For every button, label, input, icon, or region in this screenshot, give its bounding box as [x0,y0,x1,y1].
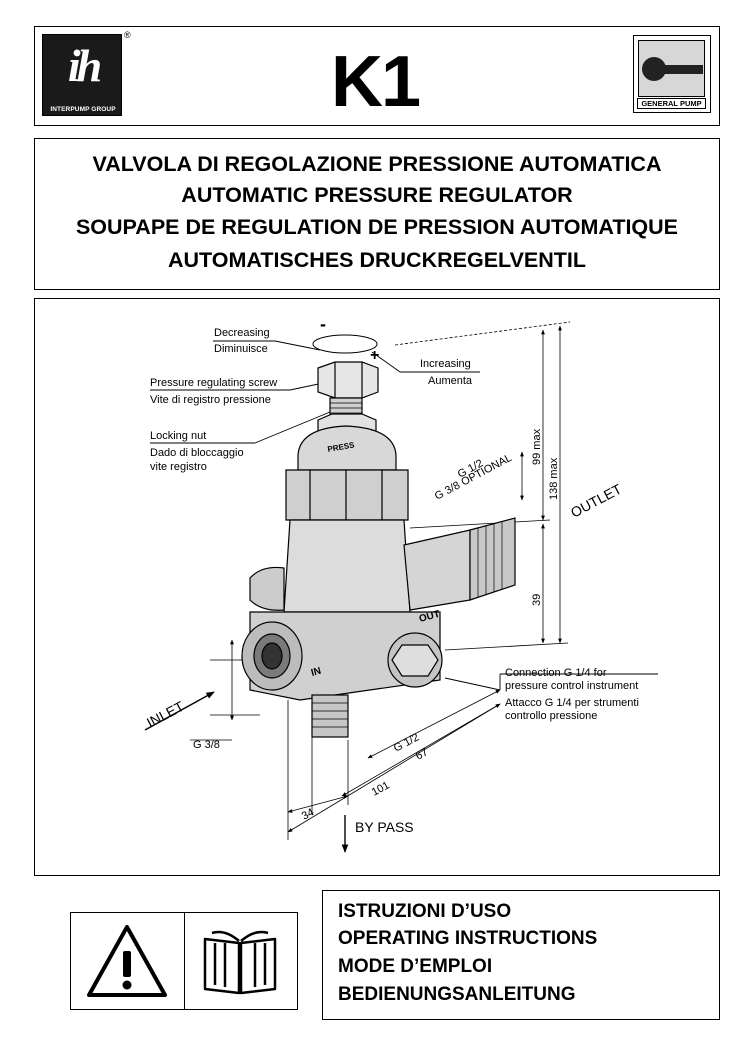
label-conn-it-1: Attacco G 1/4 per strumenti [505,697,639,709]
label-screw-en: Pressure regulating screw [150,377,277,389]
general-pump-caption: GENERAL PUMP [637,98,706,109]
label-67: 67 [414,746,430,762]
registered-mark: ® [124,30,131,40]
instructions-frame [322,890,720,1020]
label-g38-optional: G 3/8 OPTIONAL [433,452,514,503]
instructions-it: ISTRUZIONI D’USO [338,901,512,922]
label-34: 34 [300,806,316,822]
label-minus: - [320,314,326,334]
emblem-circle [642,57,666,81]
title-frame [34,138,720,290]
label-101: 101 [370,779,392,798]
leader-lines [150,340,658,691]
label-nut-it-1: Dado di bloccaggio [150,447,244,459]
label-increasing: Increasing [420,358,471,370]
label-g38: G 3/8 [193,739,220,751]
ih-mark: ih [67,40,102,91]
label-outlet: OUTLET [568,480,625,520]
title-de: AUTOMATISCHES DRUCKREGELVENTIL [167,248,587,272]
label-conn-en-2: pressure control instrument [505,680,638,692]
header-frame [34,26,720,126]
cast-in: IN [310,666,323,679]
diagram-labels: Decreasing Diminuisce - + Increasing Aum… [144,314,639,835]
label-screw-it: Vite di registro pressione [150,394,271,406]
title-fr: SOUPAPE DE REGULATION DE PRESSION AUTOMA… [75,215,679,239]
instructions-en: OPERATING INSTRUCTIONS [338,928,598,949]
interpump-caption: INTERPUMP GROUP [50,106,116,113]
diagram-frame [34,298,720,876]
general-pump-emblem [638,40,705,97]
label-diminuisce: Diminuisce [214,343,268,355]
manual-book-icon [203,930,277,995]
interpump-logo: ih INTERPUMP GROUP [42,34,122,116]
safety-icons-frame [70,912,298,1010]
warning-cell [71,913,185,1009]
cast-out: OUT [418,609,441,625]
label-39: 39 [531,594,543,606]
emblem-bar [657,65,703,74]
label-138-max: 138 max [548,457,560,500]
label-inlet: INLET [144,698,187,731]
valve-body [241,361,516,738]
title-it: VALVOLA DI REGOLAZIONE PRESSIONE AUTOMAT… [92,152,662,176]
flow-arrows [144,691,349,853]
instructions-de: BEDIENUNGSANLEITUNG [338,984,576,1005]
title-en: AUTOMATIC PRESSURE REGULATOR [181,183,573,207]
rotation-arrow [312,334,378,354]
label-conn-it-2: controllo pressione [505,710,597,722]
label-plus: + [370,347,379,364]
model-name: K1 [330,42,421,122]
label-aumenta: Aumenta [428,375,473,387]
warning-icon [87,925,167,997]
manual-cell [185,913,297,1009]
label-99-max: 99 max [531,428,543,465]
label-nut-it-2: vite registro [150,461,207,473]
label-nut-en: Locking nut [150,430,206,442]
instructions-fr: MODE D’EMPLOI [338,956,493,977]
label-decreasing: Decreasing [214,327,270,339]
general-pump-logo: GENERAL PUMP [633,35,711,113]
label-bypass: BY PASS [355,819,414,835]
label-conn-en-1: Connection G 1/4 for [505,667,607,679]
dimension-lines [190,321,571,840]
